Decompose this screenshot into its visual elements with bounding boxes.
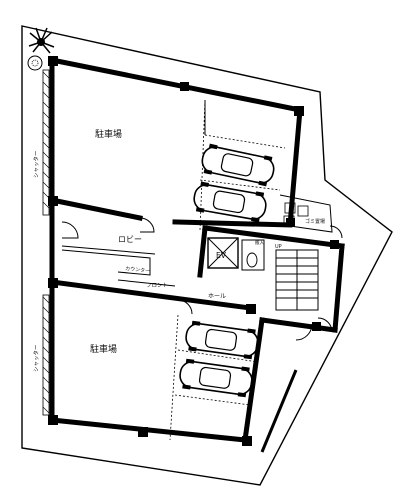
- room-label-lobby: ロビー: [118, 235, 142, 244]
- parking-lower-bays: [169, 314, 259, 441]
- columns: [48, 56, 339, 446]
- room-label-ev: EV: [216, 251, 227, 260]
- door-swing-icon: [317, 317, 333, 333]
- exterior-wall-lower-right: [260, 369, 298, 453]
- car-icon: [193, 181, 267, 223]
- annex-room: [279, 194, 333, 233]
- toilet-fixture: [241, 239, 265, 271]
- shutter-label-lower: シャッター: [32, 344, 40, 372]
- car-icon: [201, 143, 275, 187]
- front-desk: [117, 279, 176, 287]
- door-swing-icon: [295, 323, 313, 341]
- room-label-hall: ホール: [208, 293, 226, 300]
- site-boundary: [21, 25, 393, 486]
- palm-tree-icon: [28, 27, 55, 54]
- door-swing-icon: [139, 217, 155, 233]
- room-label-upper-right: ゴミ置場: [305, 218, 325, 225]
- room-label-parking-upper: 駐車場: [95, 128, 122, 140]
- door-swing-icon: [61, 221, 79, 239]
- elevator-shaft: [207, 237, 239, 269]
- room-label-counter: カウンター: [125, 265, 151, 275]
- room-label-up: UP: [275, 244, 282, 250]
- room-label-front: フロント: [146, 282, 168, 289]
- parking-upper-bays: [198, 100, 285, 230]
- shutter-label-upper: シャッター: [32, 150, 40, 178]
- building-walls: [49, 57, 345, 443]
- car-icon: [185, 320, 259, 360]
- door-swing-icon: [177, 299, 193, 315]
- room-label-parking-lower: 駐車場: [90, 343, 117, 355]
- shrub-icon: [27, 55, 43, 71]
- lobby-counter: [61, 245, 156, 276]
- car-icon: [179, 358, 253, 398]
- room-label-inner: 搬入: [255, 239, 264, 246]
- shutter-strip-lower: [42, 294, 50, 416]
- stair-icon: [275, 249, 319, 311]
- shutter-strip-upper: [42, 69, 50, 216]
